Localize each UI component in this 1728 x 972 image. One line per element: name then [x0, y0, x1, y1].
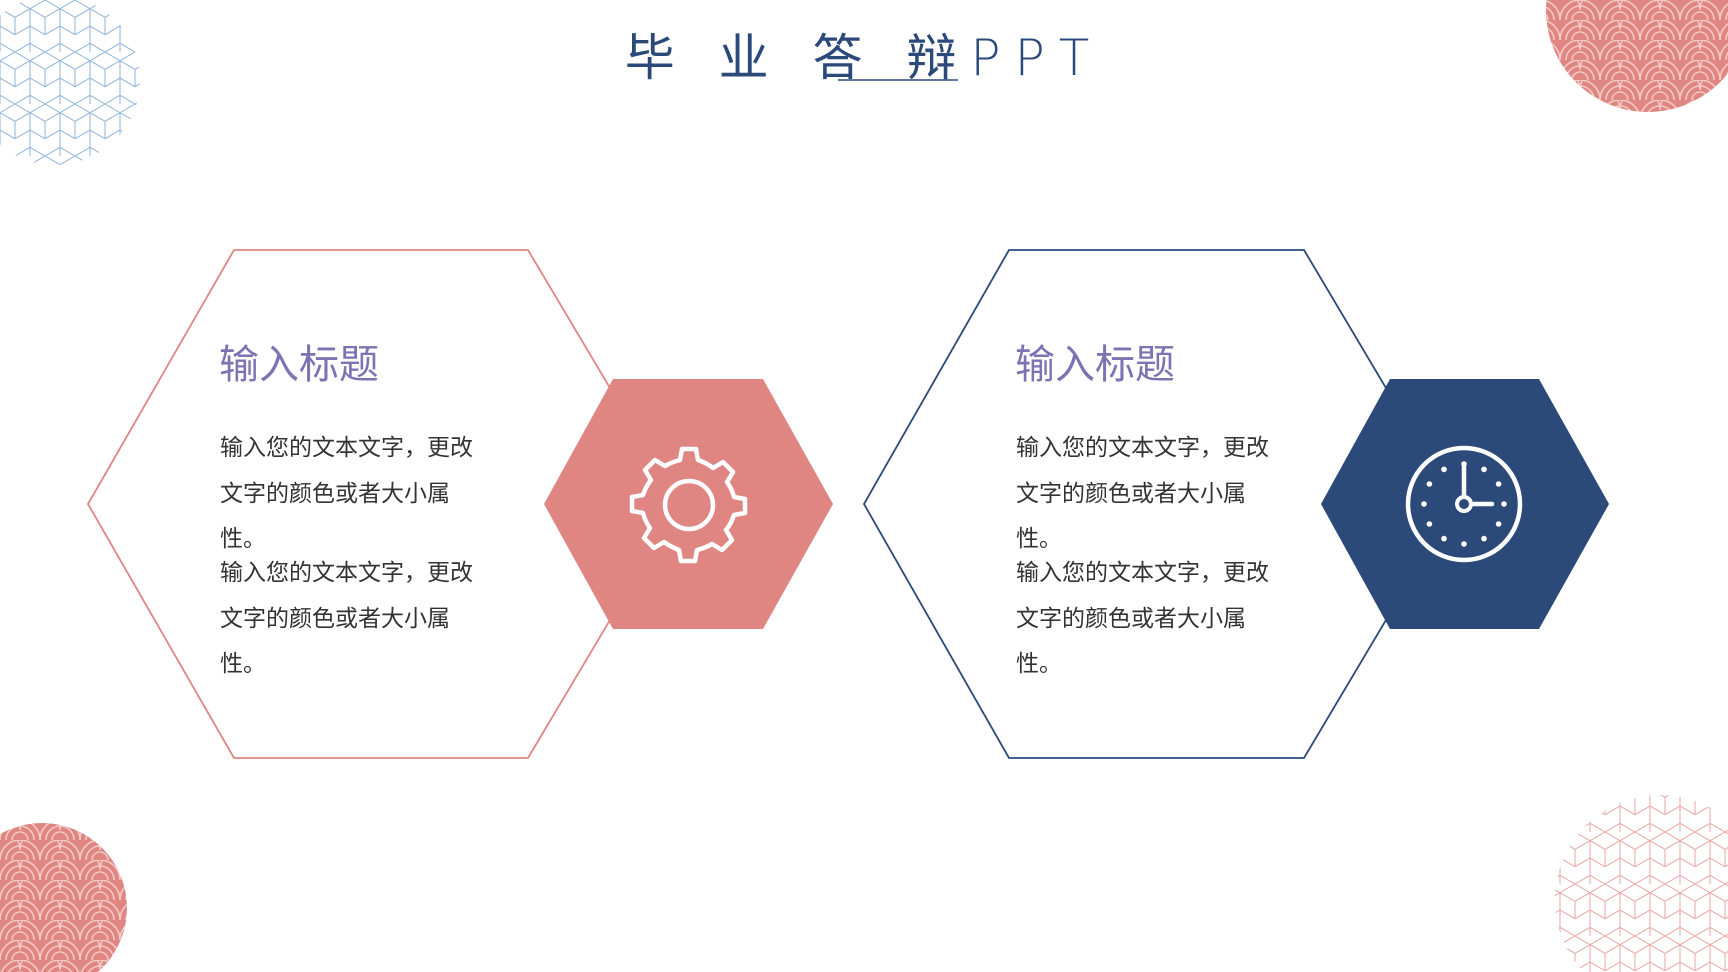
- card-1-paragraph-2: 输入您的文本文字，更改文字的颜色或者大小属性。: [220, 560, 473, 677]
- corner-wave-circle-top-right: [1546, 0, 1728, 112]
- corner-cube-pattern-top-left: [0, 0, 140, 165]
- slide-title: 毕 业 答 辩PPT: [624, 29, 1104, 87]
- corner-cube-pattern-bottom-right: [1555, 795, 1728, 972]
- clock-icon: [1405, 445, 1523, 563]
- card-1-accent-hexagon: [544, 379, 833, 629]
- card-1-hexagon-outline: [86, 249, 611, 759]
- card-2-paragraph-1: 输入您的文本文字，更改文字的颜色或者大小属性。: [1016, 435, 1269, 552]
- corner-wave-circle-bottom-left: [0, 823, 127, 972]
- card-2-hexagon-outline: [862, 249, 1387, 759]
- gear-icon: [629, 446, 748, 564]
- card-2-heading: 输入标题: [1015, 342, 1175, 388]
- card-2-paragraph-2: 输入您的文本文字，更改文字的颜色或者大小属性。: [1016, 560, 1269, 677]
- card-1-heading: 输入标题: [219, 342, 379, 388]
- card-1-paragraph-1: 输入您的文本文字，更改文字的颜色或者大小属性。: [220, 435, 473, 552]
